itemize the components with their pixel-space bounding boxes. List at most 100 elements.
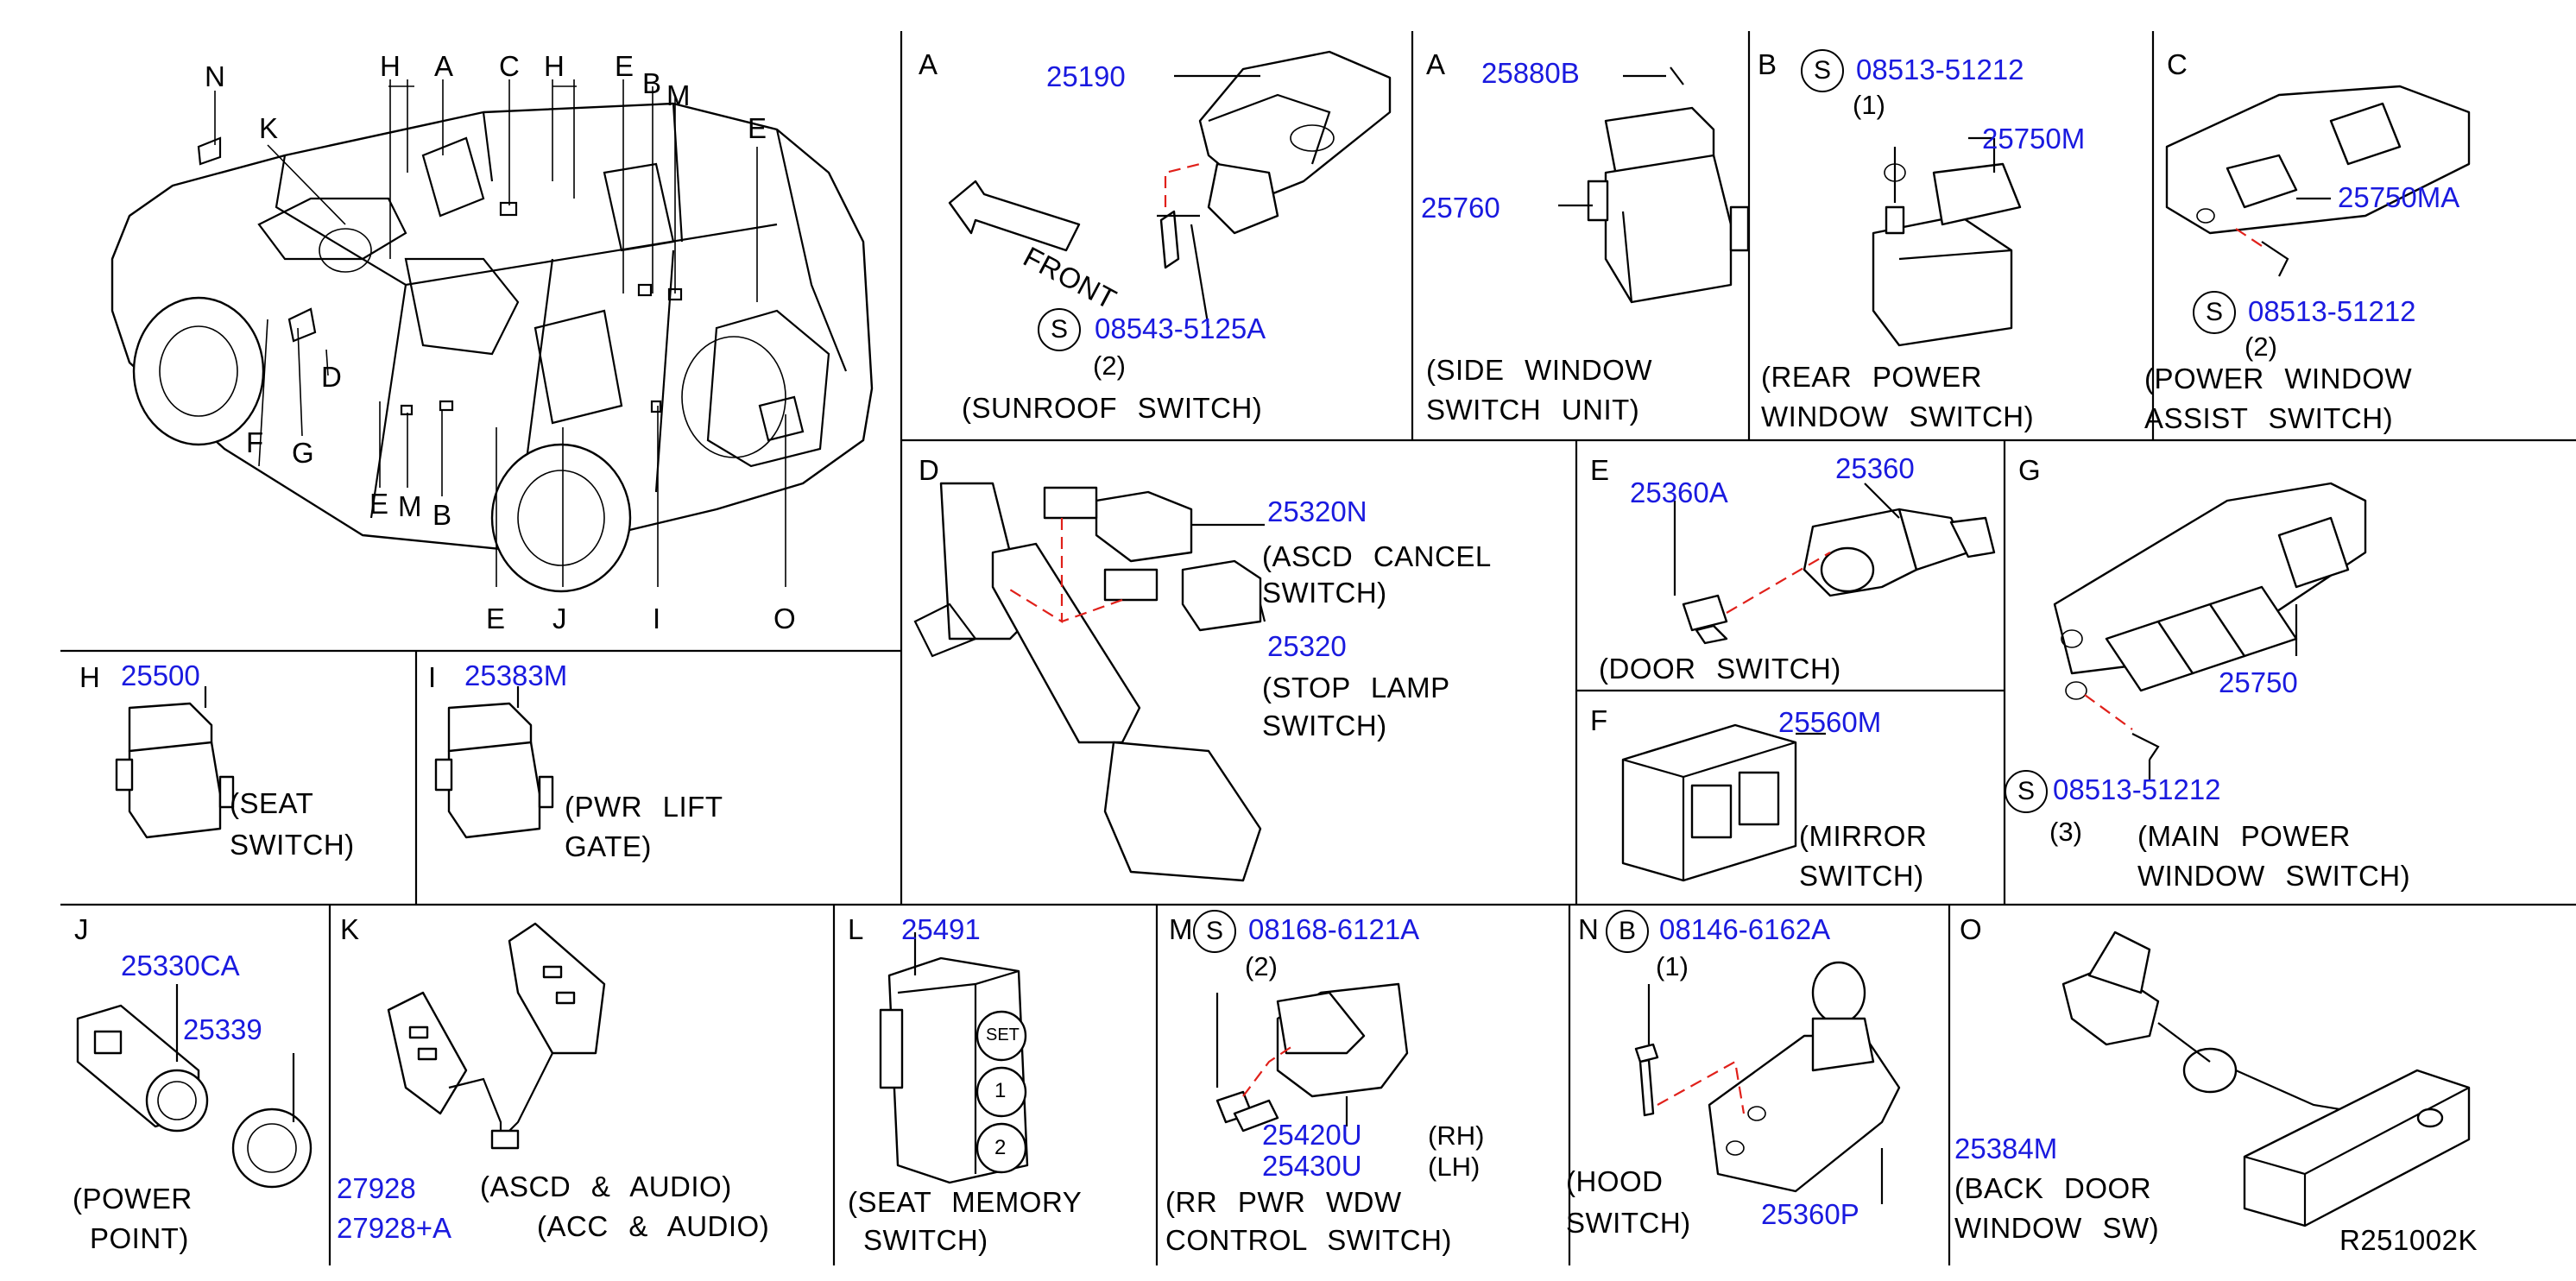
lift-gate-switch-drawing xyxy=(434,686,554,839)
caption-side-window-2: SWITCH UNIT) xyxy=(1426,394,1640,426)
part-number-25190: 25190 xyxy=(1046,60,1126,92)
section-letter-b: B xyxy=(1758,48,1777,80)
overview-callout-f: F xyxy=(246,426,264,458)
caption-seat-memory-1: (SEAT MEMORY xyxy=(848,1186,1083,1218)
screw-symbol-s: S xyxy=(1038,308,1081,351)
screw-symbol-s: S xyxy=(1801,49,1844,92)
vehicle-overview-illustration xyxy=(110,102,874,593)
quantity-label: (2) xyxy=(1245,951,1278,981)
rr-pwr-wdw-control-switch-drawing xyxy=(1215,982,1409,1133)
part-number-25339: 25339 xyxy=(183,1013,262,1045)
overview-callout-n: N xyxy=(205,60,225,92)
section-letter-i: I xyxy=(428,661,437,693)
diagram-reference-code: R251002K xyxy=(2339,1224,2478,1256)
caption-back-door-1: (BACK DOOR xyxy=(1954,1172,2152,1204)
section-letter-a2: A xyxy=(1426,48,1446,80)
overview-callout-c: C xyxy=(499,50,520,82)
caption-lift-gate-2: GATE) xyxy=(565,830,652,862)
caption-rear-power-2: WINDOW SWITCH) xyxy=(1761,401,2035,432)
screw-symbol-s: S xyxy=(2005,770,2048,813)
grid-lines xyxy=(60,31,2576,1265)
rear-power-window-switch-drawing xyxy=(1872,136,2022,347)
part-number-25750: 25750 xyxy=(2219,666,2298,698)
overview-callout-e3: E xyxy=(369,488,389,520)
overview-callout-h: H xyxy=(380,50,401,82)
overview-callout-e4: E xyxy=(486,603,506,634)
overview-leader-lines xyxy=(214,79,786,587)
caption-lift-gate-1: (PWR LIFT xyxy=(565,791,723,823)
part-number-25360: 25360 xyxy=(1835,452,1915,484)
hood-switch-drawing xyxy=(1634,961,1901,1204)
overview-callout-a: A xyxy=(434,50,454,82)
caption-power-point-2: POINT) xyxy=(90,1222,189,1254)
seat-switch-drawing xyxy=(115,686,235,839)
caption-ascd-cancel-1: (ASCD CANCEL xyxy=(1262,540,1492,572)
section-letter-h: H xyxy=(79,661,100,693)
part-number-25491: 25491 xyxy=(901,913,981,945)
overview-callout-e2: E xyxy=(748,112,767,144)
hood-dashed-line xyxy=(1657,1060,1746,1114)
caption-seat-1: (SEAT xyxy=(230,787,314,819)
bolt-symbol-b: B xyxy=(1606,910,1649,953)
caption-seat-2: SWITCH) xyxy=(230,829,355,861)
bolt-number-08513-51212: 08513-51212 xyxy=(2248,295,2416,327)
section-letter-k: K xyxy=(340,913,360,945)
quantity-label: (2) xyxy=(1093,350,1126,381)
quantity-label: (2) xyxy=(2245,331,2277,362)
caption-rr-pwr-1: (RR PWR WDW xyxy=(1165,1186,1402,1218)
pedal-assembly-drawing xyxy=(913,482,1266,882)
caption-acc-audio: (ACC & AUDIO) xyxy=(537,1210,770,1242)
overview-callout-i: I xyxy=(653,603,661,634)
part-number-25430u: 25430U xyxy=(1262,1150,1362,1182)
caption-door-switch: (DOOR SWITCH) xyxy=(1599,653,1841,685)
seat-memory-switch-drawing xyxy=(879,932,1029,1184)
bolt-number-08146-6162a: 08146-6162A xyxy=(1659,913,1831,945)
power-point-drawing xyxy=(76,984,313,1189)
part-number-25420u: 25420U xyxy=(1262,1119,1362,1151)
part-number-25384m: 25384M xyxy=(1954,1133,2058,1164)
rh-label: (RH) xyxy=(1428,1120,1485,1151)
part-number-25383m: 25383M xyxy=(464,659,568,691)
caption-ascd-cancel-2: SWITCH) xyxy=(1262,577,1387,609)
quantity-label: (3) xyxy=(2049,817,2082,847)
caption-mirror-2: SWITCH) xyxy=(1799,860,1924,892)
overview-callout-g: G xyxy=(292,437,314,469)
mirror-switch-drawing xyxy=(1621,723,1826,882)
memory-button-1: 1 xyxy=(994,1079,1007,1102)
part-number-25880b: 25880B xyxy=(1481,57,1580,89)
bolt-number-08168-6121a: 08168-6121A xyxy=(1248,913,1420,945)
bolt-number-08513-51212: 08513-51212 xyxy=(2053,773,2221,805)
caption-hood-2: SWITCH) xyxy=(1566,1207,1691,1239)
caption-main-power-1: (MAIN POWER xyxy=(2137,820,2351,852)
overview-callout-h2: H xyxy=(544,50,565,82)
part-number-25750m: 25750M xyxy=(1982,123,2086,155)
overview-callout-m: M xyxy=(666,79,691,111)
section-letter-a: A xyxy=(919,48,938,80)
part-number-25750ma: 25750MA xyxy=(2338,181,2460,213)
section-letter-c: C xyxy=(2167,48,2188,80)
caption-stop-lamp-2: SWITCH) xyxy=(1262,710,1387,741)
sunroof-switch-drawing xyxy=(948,50,1392,329)
caption-hood-1: (HOOD xyxy=(1566,1165,1664,1197)
overview-callout-k: K xyxy=(259,112,279,144)
part-number-25560m: 25560M xyxy=(1778,706,1882,738)
door-switch-drawing xyxy=(1673,483,1996,645)
section-letter-m: M xyxy=(1169,913,1193,945)
section-letter-l: L xyxy=(848,913,864,945)
ascd-audio-switch-drawing xyxy=(387,922,606,1150)
quantity-label: (1) xyxy=(1656,951,1689,981)
caption-assist-1: (POWER WINDOW xyxy=(2144,363,2413,394)
section-letter-g: G xyxy=(2018,454,2041,486)
part-number-25360a: 25360A xyxy=(1630,476,1728,508)
sunroof-dashed-line xyxy=(1164,162,1201,207)
screw-symbol-s: S xyxy=(1193,910,1236,953)
caption-ascd-audio: (ASCD & AUDIO) xyxy=(480,1171,732,1202)
caption-seat-memory-2: SWITCH) xyxy=(863,1224,988,1256)
caption-main-power-2: WINDOW SWITCH) xyxy=(2137,860,2411,892)
part-number-25360p: 25360P xyxy=(1761,1198,1859,1230)
part-number-27928: 27928 xyxy=(337,1172,416,1204)
overview-callout-b: B xyxy=(642,67,662,99)
back-door-window-switch-drawing xyxy=(2061,931,2471,1227)
